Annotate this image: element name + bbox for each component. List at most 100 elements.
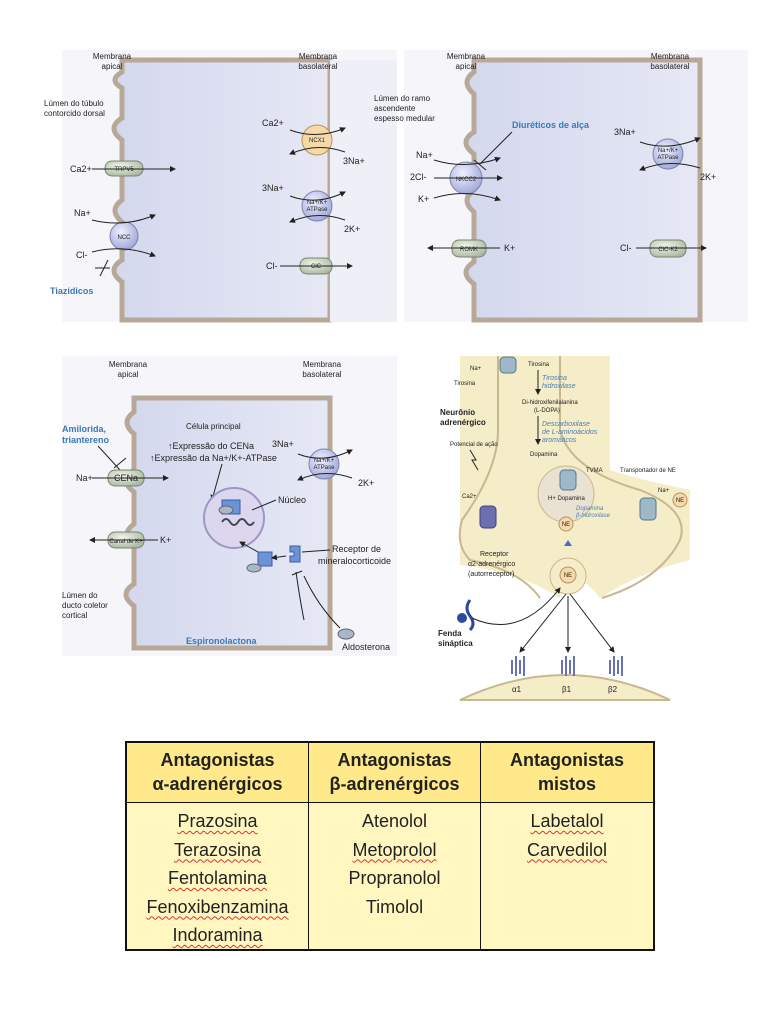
autoreceptor-ligand [457, 613, 467, 623]
aldosterone-molecule [337, 628, 355, 640]
label-dopa-2: (L-DOPA) [534, 408, 560, 414]
aldosterone-receptor [246, 563, 262, 573]
label-membrana-apical-2: apical [456, 62, 477, 71]
label-atpase-1: Na+/K+ [307, 200, 328, 206]
panel-adrenergic-synapse: NE Na+ Tirosina Tirosina Tirosina hidrox… [438, 356, 690, 701]
vmat-transporter [559, 469, 577, 491]
header-mixed: Antagonistas mistos [481, 743, 653, 803]
neuron-membrane-right [559, 356, 683, 599]
label-2cl: 2Cl- [410, 172, 427, 182]
header-beta-line1: Antagonistas [337, 750, 452, 770]
arrow-expression [210, 463, 223, 501]
arrow-cl-in [91, 248, 156, 257]
header-beta-line2: β-adrenérgicos [329, 774, 460, 794]
drug-cell: Fentolamina [127, 864, 308, 893]
tyrosine-transporter [499, 356, 517, 374]
lightning-icon [469, 449, 479, 471]
label-tirosina-top: Tirosina [528, 362, 550, 368]
column-beta: Atenolol Metoprolol Propranolol Timolol [309, 803, 481, 950]
header-mixed-line2: mistos [537, 774, 597, 794]
label-receptor: Receptor de [332, 544, 381, 554]
label-celula-principal: Célula principal [186, 422, 241, 431]
label-romk: ROMK [460, 247, 478, 253]
drug-name: Fenoxibenzamina [146, 896, 289, 917]
ne-reuptake [672, 492, 688, 508]
arrow-to-beta2 [569, 593, 615, 653]
label-descarboxilase-2: de L-aminoácidos [542, 429, 598, 436]
drug-cell: Timolol [309, 893, 480, 922]
arrow-to-alpha1 [519, 593, 567, 653]
label-ncx1: NCX1 [309, 138, 326, 144]
label-beta2: β2 [608, 685, 618, 694]
label-ca: Ca2+ [462, 494, 477, 500]
label-clc-k2: ClC-K2 [658, 247, 678, 253]
label-amilorida: Amilorida, [62, 424, 106, 434]
drug-name: Prazosina [177, 811, 258, 831]
drug-cell: Carvedilol [481, 836, 653, 865]
aldosterone-bound [218, 505, 234, 515]
label-h-dopamina: H+ Dopamina [548, 496, 586, 502]
drug-name: Carvedilol [526, 839, 608, 860]
column-alpha: Prazosina Terazosina Fentolamina Fenoxib… [127, 803, 309, 950]
label-dopamina: Dopamina [530, 452, 558, 458]
exocytosis-arrow [564, 540, 572, 546]
label-na: Na+ [470, 366, 482, 372]
na-k-atpase [308, 448, 340, 480]
drug-cell: Indoramina [127, 921, 308, 950]
cell-body [463, 57, 703, 323]
label-na: Na+ [76, 473, 93, 483]
label-3na: 3Na+ [614, 127, 636, 137]
label-2k: 2K+ [700, 172, 716, 182]
cell-body [111, 57, 333, 323]
alpha1-receptor [511, 656, 525, 676]
label-dopa: Di-hidroxifenilalanina [522, 400, 578, 406]
antagonists-table: Antagonistas α-adrenérgicos Antagonistas… [125, 741, 655, 951]
label-atpase-1: Na+/K+ [658, 148, 679, 154]
label-na-right: Na+ [658, 488, 670, 494]
label-na: Na+ [74, 208, 91, 218]
label-cl: Cl- [620, 243, 632, 253]
label-atpase-2: ATPase [307, 207, 329, 213]
drug-name: Atenolol [361, 811, 428, 831]
label-lumen-2: contorcido dorsal [44, 109, 105, 118]
inhibition-bar [113, 457, 127, 469]
drug-name: Indoramina [172, 925, 263, 945]
label-expressao-cena: ↑Expressão do CENa [168, 441, 254, 451]
label-neuronio: Neurônio [440, 408, 475, 417]
label-mineralocorticoide: mineralocorticoide [318, 556, 391, 566]
label-alpha1: α1 [512, 685, 522, 694]
drug-name: Metoprolol [352, 839, 437, 860]
label-receptor-alpha-3: (autorreceptor) [468, 571, 514, 578]
interstitium [330, 60, 397, 322]
ncc-transporter [109, 221, 139, 251]
label-k-out: K+ [504, 243, 515, 253]
label-clc: ClC [311, 264, 322, 270]
arrow-autoreceptor [471, 587, 561, 625]
label-aldosterona: Aldosterona [342, 642, 390, 652]
label-2k: 2K+ [358, 478, 374, 488]
label-lumen-3: cortical [62, 611, 88, 620]
label-tirosina-hidroxilase: Tirosina [542, 375, 567, 382]
ne-transporter [639, 497, 657, 521]
label-receptor-alpha-2: α2-adrenérgico [468, 561, 515, 568]
label-ne-release: NE [564, 573, 572, 579]
drug-name: Labetalol [530, 811, 604, 831]
arrow-na-in-ncx [289, 147, 346, 155]
label-nkcc2: NKCC2 [456, 177, 477, 183]
label-expressao-atpase: ↑Expressão da Na+/K+-ATPase [150, 453, 277, 463]
label-ncc: NCC [118, 235, 132, 241]
beta1-receptor [561, 656, 575, 676]
drug-cell: Labetalol [481, 807, 653, 836]
drug-cell: Propranolol [309, 864, 480, 893]
label-lumen-2: ascendente [374, 104, 416, 113]
arrow-k-in [433, 192, 501, 202]
arrow-na-out [639, 137, 701, 147]
ne-vesicle [558, 516, 574, 532]
label-lumen-3: espesso medular [374, 114, 435, 123]
label-diureticos-alca: Diuréticos de alça [512, 120, 590, 130]
panel-collecting-duct: Membrana apical Membrana basolateral Ami… [62, 356, 397, 656]
label-ne-reuptake: NE [676, 498, 684, 504]
label-membrana-basolateral: Membrana [299, 52, 338, 61]
arrow-na-out [297, 449, 353, 459]
label-membrana-apical-2: apical [118, 370, 139, 379]
